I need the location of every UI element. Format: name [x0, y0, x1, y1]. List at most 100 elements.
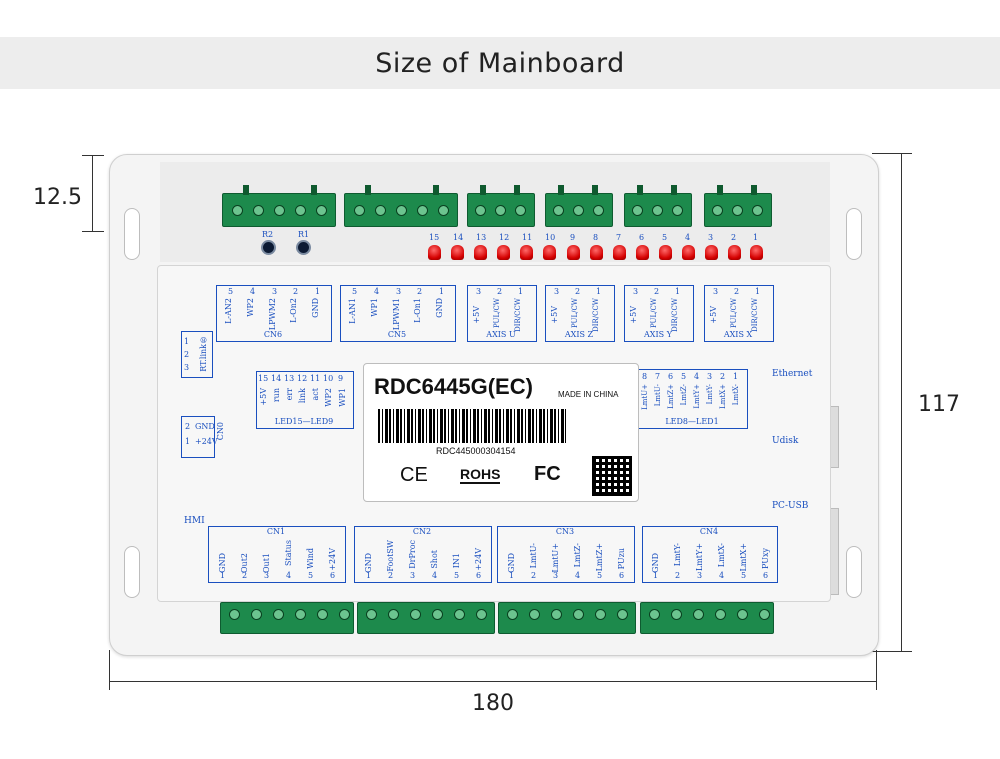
pin-label: LmtX-: [732, 384, 740, 406]
pin: [649, 609, 660, 620]
pin: [410, 609, 421, 620]
pin-label: DIR/CCW: [514, 298, 522, 332]
pin-number: 1: [653, 571, 659, 580]
pin-label: LmtU-: [654, 384, 662, 407]
pin-block-rtlink: [181, 331, 213, 378]
led-number: 12: [499, 233, 510, 242]
pin-number: 1: [675, 287, 681, 296]
pin-block-axis-y: [624, 285, 694, 342]
pin-block-name: CN3: [555, 527, 575, 536]
pin: [375, 205, 386, 216]
led-light: [497, 245, 510, 260]
latch: [751, 185, 757, 195]
pin: [295, 205, 306, 216]
reset-button-r2[interactable]: [261, 240, 276, 255]
pin-label: LmtZ+: [595, 543, 604, 572]
pin-label: DIR/CCW: [592, 298, 600, 332]
pin: [251, 609, 262, 620]
pin-number: 5: [228, 287, 234, 296]
pin-number: 2: [184, 350, 190, 359]
pin: [475, 205, 486, 216]
pin-label: Out2: [240, 553, 249, 574]
pin: [232, 205, 243, 216]
pin-number: 11: [310, 374, 321, 383]
pin: [388, 609, 399, 620]
pin-number: 1: [366, 571, 372, 580]
pin-label: +24V: [328, 548, 337, 571]
reset-button-r1[interactable]: [296, 240, 311, 255]
pin-label: LmtY-: [673, 543, 682, 567]
pin-number: 1: [596, 287, 602, 296]
pin-label: Shot: [430, 550, 439, 569]
pin-label: WP1: [370, 298, 379, 317]
top-connector-axis-z[interactable]: [545, 185, 613, 227]
latch: [433, 185, 439, 195]
top-connector-axis-y[interactable]: [624, 185, 692, 227]
pin-label: GND: [435, 298, 444, 318]
led-light: [659, 245, 672, 260]
led-light: [728, 245, 741, 260]
pin-number: 6: [619, 571, 625, 580]
led-light: [705, 245, 718, 260]
led-light: [567, 245, 580, 260]
ethernet-label: Ethernet: [772, 369, 813, 379]
button-label-r1: R1: [298, 230, 310, 239]
pin-label: LmtZ+: [667, 384, 675, 409]
pin-label: PUL/CW: [650, 298, 658, 329]
pin-label: DrProc: [408, 540, 417, 569]
pin-label: PUL/CW: [493, 298, 501, 329]
pin-label: LmtX-: [717, 543, 726, 568]
dim-width-horizontal: [109, 681, 876, 682]
pin-label: LmtU-: [529, 543, 538, 569]
pin: [553, 205, 564, 216]
pin: [515, 205, 526, 216]
led-number: 9: [570, 233, 576, 242]
pin-label: +5V: [259, 388, 268, 406]
led-number: 6: [639, 233, 645, 242]
led-number: 15: [429, 233, 440, 242]
pin-label: LPWM2: [268, 298, 277, 331]
model-name: RDC6445G(EC): [374, 374, 533, 399]
top-connector-cn5[interactable]: [344, 185, 458, 227]
led-number: 1: [753, 233, 759, 242]
pin-label: act: [311, 388, 320, 401]
top-connector-axis-x[interactable]: [704, 185, 772, 227]
led-number: 3: [708, 233, 714, 242]
pin-number: 2: [293, 287, 299, 296]
led-number: 4: [685, 233, 691, 242]
pin-number: 3: [184, 363, 190, 372]
pin-number: 6: [330, 571, 336, 580]
pin-label: Wind: [306, 548, 315, 569]
pin-label: PUL/CW: [571, 298, 579, 329]
pin: [253, 205, 264, 216]
pin: [712, 205, 723, 216]
pin-block-cn5: [340, 285, 456, 342]
dim-width-line-left: [109, 650, 110, 690]
pin-block-axis-u: [467, 285, 537, 342]
bottom-connector-cn2[interactable]: [357, 602, 495, 634]
pin-number: 5: [352, 287, 358, 296]
pin-number: 3: [707, 372, 713, 381]
led-number: 2: [731, 233, 737, 242]
bottom-connector-cn4[interactable]: [640, 602, 774, 634]
pin-number: 1: [755, 287, 761, 296]
pin-number: 4: [719, 571, 725, 580]
pin-number: 1: [733, 372, 739, 381]
button-label-r2: R2: [262, 230, 274, 239]
bottom-connector-cn1[interactable]: [220, 602, 354, 634]
pin-label: LmtZ-: [573, 543, 582, 568]
pin-number: 12: [297, 374, 308, 383]
top-connector-axis-u[interactable]: [467, 185, 535, 227]
pin-label: link: [298, 388, 307, 404]
pin-number: 4: [575, 571, 581, 580]
pin-number: 2: [654, 287, 660, 296]
pin: [454, 609, 465, 620]
led-number: 10: [545, 233, 556, 242]
pin-number: 2: [388, 571, 394, 580]
bottom-connector-cn3[interactable]: [498, 602, 636, 634]
pin-number: 2: [185, 422, 191, 431]
fcc-mark: FC: [534, 463, 561, 485]
latch: [592, 185, 598, 195]
pin-number: 15: [258, 374, 269, 383]
top-connector-cn6[interactable]: [222, 185, 336, 227]
